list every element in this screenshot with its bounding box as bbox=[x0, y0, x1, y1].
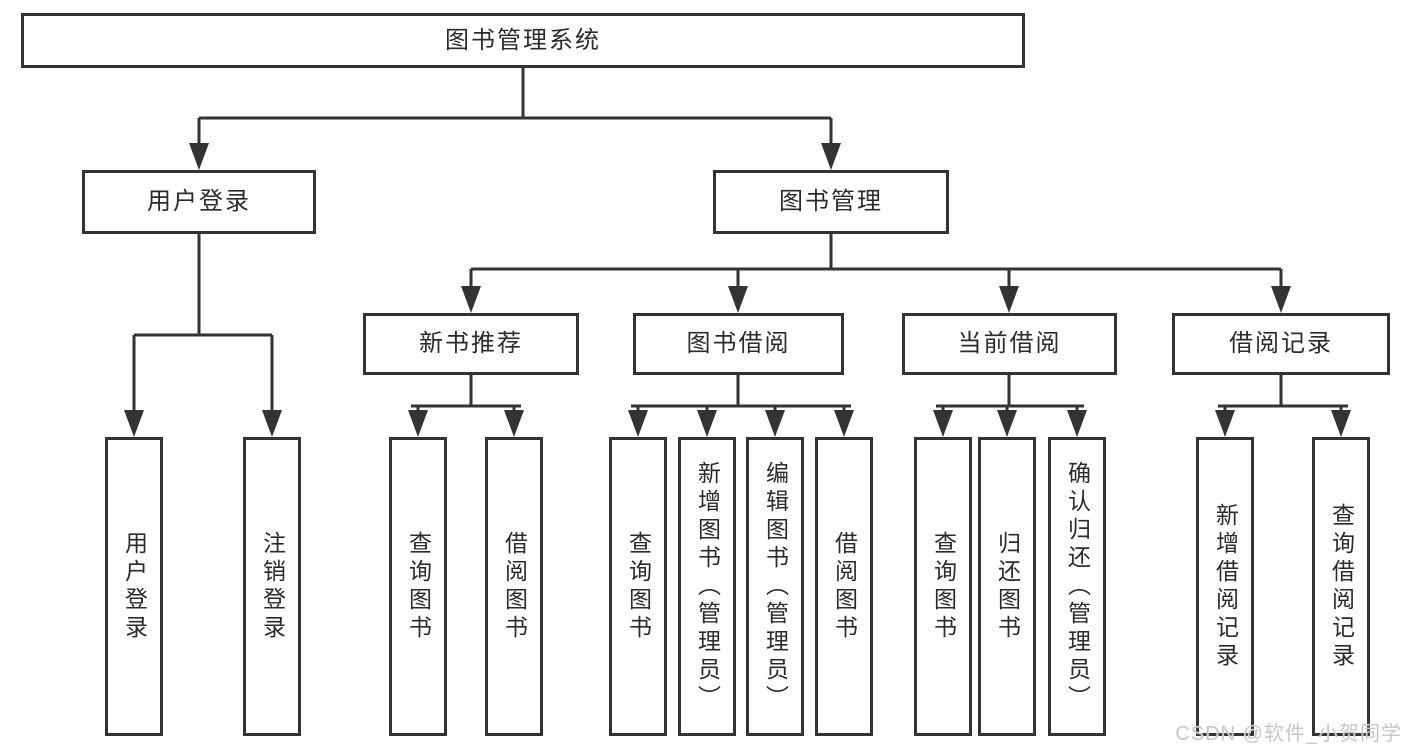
connector-bookborrow-to-leaves bbox=[631, 375, 851, 414]
node-leaf-cb-return-books: 归还图书 bbox=[978, 437, 1036, 736]
arrowhead bbox=[504, 410, 524, 437]
arrowhead bbox=[728, 286, 748, 313]
connector-currentborrow-to-leaves bbox=[936, 375, 1084, 414]
connector-borrowrecord-to-leaves bbox=[1218, 375, 1348, 414]
node-user-login: 用户登录 bbox=[82, 170, 316, 234]
node-leaf-cb-confirm-return-admin: 确认归还（管理员） bbox=[1048, 437, 1106, 736]
arrowhead bbox=[697, 410, 717, 437]
node-leaf-user-login: 用户登录 bbox=[105, 437, 163, 736]
node-leaf-bb-query-books: 查询图书 bbox=[609, 437, 667, 736]
arrowhead bbox=[834, 410, 854, 437]
arrowhead bbox=[628, 410, 648, 437]
node-leaf-bb-borrow-books: 借阅图书 bbox=[815, 437, 873, 736]
node-leaf-cb-query-books: 查询图书 bbox=[914, 437, 972, 736]
arrowhead bbox=[1215, 410, 1235, 437]
node-leaf-nb-query-books: 查询图书 bbox=[389, 437, 447, 736]
arrowhead bbox=[461, 286, 481, 313]
node-leaf-br-query-record: 查询借阅记录 bbox=[1312, 437, 1370, 736]
connector-userlogin-to-leaves bbox=[132, 234, 274, 413]
arrowhead bbox=[997, 410, 1017, 437]
connector-root-to-level2 bbox=[197, 68, 833, 146]
node-leaf-bb-edit-books-admin: 编辑图书（管理员） bbox=[746, 437, 804, 736]
arrowhead bbox=[1331, 410, 1351, 437]
connector-newbook-to-leaves bbox=[411, 375, 521, 414]
node-leaf-br-add-record: 新增借阅记录 bbox=[1196, 437, 1254, 736]
node-book-borrow: 图书借阅 bbox=[633, 313, 844, 375]
arrowhead bbox=[1271, 286, 1291, 313]
arrowhead bbox=[1067, 410, 1087, 437]
node-leaf-nb-borrow-books: 借阅图书 bbox=[485, 437, 543, 736]
node-current-borrow: 当前借阅 bbox=[902, 313, 1117, 375]
arrowhead bbox=[124, 410, 144, 437]
csdn-watermark: CSDN @软件_小贺同学 bbox=[1175, 723, 1402, 745]
arrowhead bbox=[189, 143, 209, 170]
arrowhead bbox=[999, 286, 1019, 313]
node-leaf-bb-add-books-admin: 新增图书（管理员） bbox=[678, 437, 736, 736]
arrowhead bbox=[262, 410, 282, 437]
arrowhead bbox=[408, 410, 428, 437]
node-root: 图书管理系统 bbox=[21, 13, 1025, 68]
node-new-book-recommend: 新书推荐 bbox=[363, 313, 579, 375]
arrowhead bbox=[765, 410, 785, 437]
connector-bookmgmt-to-level3 bbox=[469, 234, 1283, 291]
arrowhead bbox=[821, 143, 841, 170]
node-borrow-records: 借阅记录 bbox=[1172, 313, 1390, 375]
arrowhead bbox=[933, 410, 953, 437]
node-leaf-logout: 注销登录 bbox=[243, 437, 301, 736]
node-book-management: 图书管理 bbox=[713, 170, 949, 234]
